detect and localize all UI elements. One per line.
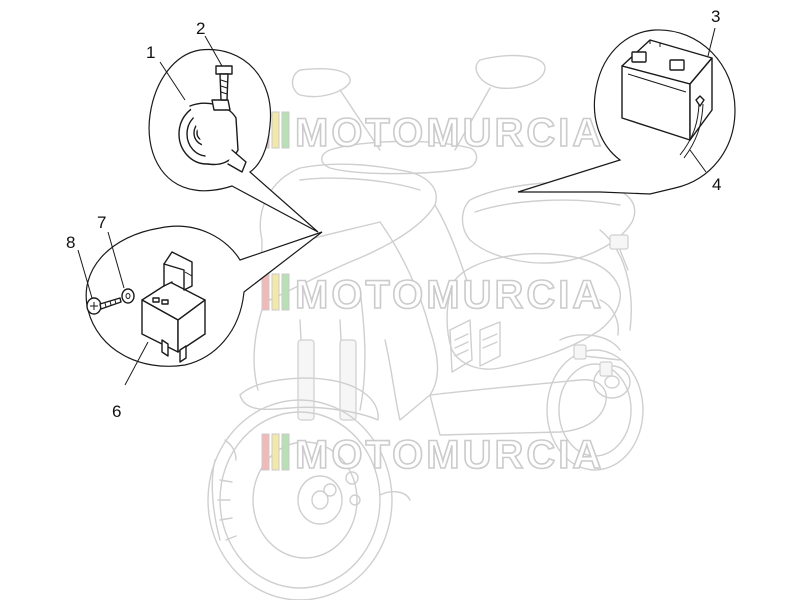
leader-2 xyxy=(204,35,223,67)
watermark-stripe xyxy=(271,273,280,311)
watermark-stripe xyxy=(271,433,280,471)
watermark-stripe xyxy=(261,273,270,311)
leader-8 xyxy=(77,249,93,299)
watermark-stripe xyxy=(281,433,290,471)
callout-number-7: 7 xyxy=(97,213,106,232)
watermark-text: MOTOMURCIA xyxy=(295,273,604,317)
leader-6 xyxy=(124,341,149,386)
leader-1 xyxy=(159,61,186,101)
watermark-stripe xyxy=(281,111,290,149)
callout-horn xyxy=(148,35,319,233)
callout-number-6: 6 xyxy=(112,402,121,421)
scooter-outline xyxy=(207,54,644,600)
horn-bolt-part xyxy=(215,65,233,101)
callout-number-3: 3 xyxy=(711,7,720,26)
watermark-text: MOTOMURCIA xyxy=(295,433,604,477)
horn-part xyxy=(178,99,247,173)
callout-number-2: 2 xyxy=(196,19,205,38)
watermark-text: MOTOMURCIA xyxy=(295,111,604,155)
screw-part xyxy=(86,297,122,315)
callout-number-8: 8 xyxy=(66,233,75,252)
relay-part xyxy=(141,251,206,363)
leader-7 xyxy=(107,231,125,289)
watermark-stripe xyxy=(271,111,280,149)
leader-3 xyxy=(707,27,716,57)
watermark-stripe xyxy=(261,433,270,471)
leader-4 xyxy=(689,149,707,173)
callout-number-4: 4 xyxy=(712,175,721,194)
callout-battery xyxy=(517,27,736,195)
battery-vent-tube-part xyxy=(679,95,705,159)
callout-relay xyxy=(77,225,323,386)
watermark-stripe xyxy=(281,273,290,311)
watermark-bottom: MOTOMURCIA xyxy=(261,432,604,478)
watermark-top: MOTOMURCIA xyxy=(261,110,604,156)
washer-part xyxy=(121,288,135,304)
watermark-middle: MOTOMURCIA xyxy=(261,272,604,318)
callout-number-1: 1 xyxy=(146,43,155,62)
